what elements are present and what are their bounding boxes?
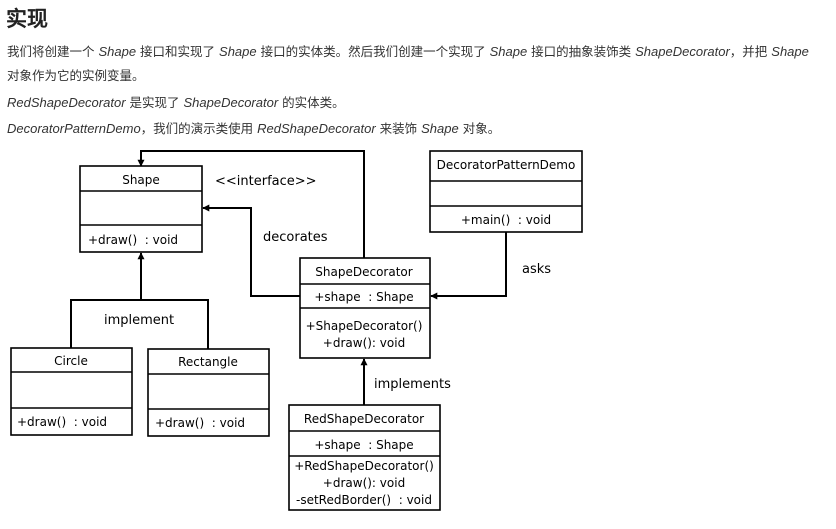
shape-class-name: Shape bbox=[122, 173, 160, 187]
p1-text-e: 接口的实体类。然后我们创建一个实现了 bbox=[256, 44, 490, 59]
implement-label: implement bbox=[104, 313, 174, 328]
interface-stereotype-label: <<interface>> bbox=[215, 174, 317, 189]
p1-term-shape-4: Shape bbox=[771, 44, 809, 59]
decorates-arrow bbox=[202, 204, 300, 297]
p2-text-b: 是实现了 bbox=[125, 95, 184, 110]
shape-method-draw: +draw() : void bbox=[88, 233, 178, 247]
p1-text-k: 对象作为它的实例变量。 bbox=[7, 68, 145, 83]
circle-box: Circle +draw() : void bbox=[10, 347, 133, 436]
shape-decorator-box: ShapeDecorator +shape : Shape +ShapeDeco… bbox=[299, 257, 431, 359]
red-shape-decorator-method-setredborder: -setRedBorder() : void bbox=[296, 493, 432, 507]
asks-arrow bbox=[430, 232, 507, 300]
decorator-pattern-demo-box: DecoratorPatternDemo +main() : void bbox=[429, 150, 583, 233]
decorates-label: decorates bbox=[263, 230, 328, 245]
red-decorator-paragraph: RedShapeDecorator 是实现了 ShapeDecorator 的实… bbox=[7, 91, 345, 115]
p3-term-shape: Shape bbox=[421, 121, 459, 136]
p1-text-g: 接口的抽象装饰类 bbox=[527, 44, 636, 59]
shape-interface-box: Shape +draw() : void bbox=[79, 165, 203, 253]
p3-text-d: 来装饰 bbox=[375, 121, 422, 136]
p2-text-d: 的实体类。 bbox=[278, 95, 345, 110]
asks-label: asks bbox=[522, 262, 551, 277]
p3-text-f: 对象。 bbox=[458, 121, 501, 136]
red-shape-decorator-box: RedShapeDecorator +shape : Shape +RedSha… bbox=[288, 404, 441, 511]
interface-link-arrow bbox=[137, 150, 365, 258]
red-shape-decorator-method-constructor: +RedShapeDecorator() bbox=[294, 459, 434, 473]
shape-decorator-class-name: ShapeDecorator bbox=[315, 265, 412, 279]
red-shape-decorator-class-name: RedShapeDecorator bbox=[304, 412, 424, 426]
demo-class-name: DecoratorPatternDemo bbox=[437, 158, 576, 172]
p1-text-i: ，并把 bbox=[729, 44, 772, 59]
shape-decorator-attr-shape: +shape : Shape bbox=[314, 290, 413, 304]
rectangle-method-draw: +draw() : void bbox=[155, 416, 245, 430]
p1-term-shapedecorator: ShapeDecorator bbox=[635, 44, 730, 59]
implements-label: implements bbox=[374, 377, 451, 392]
p1-term-shape-3: Shape bbox=[489, 44, 528, 59]
rectangle-class-name: Rectangle bbox=[178, 355, 238, 369]
p3-term-redshapedecorator: RedShapeDecorator bbox=[257, 121, 376, 136]
p3-text-b: ，我们的演示类使用 bbox=[140, 121, 258, 136]
p2-term-shapedecorator: ShapeDecorator bbox=[183, 95, 279, 110]
p1-term-shape-2: Shape bbox=[219, 44, 257, 59]
p3-term-decoratorpatterndemo: DecoratorPatternDemo bbox=[7, 121, 141, 136]
p2-term-redshapedecorator: RedShapeDecorator bbox=[7, 95, 126, 110]
circle-class-name: Circle bbox=[54, 354, 88, 368]
red-shape-decorator-method-draw: +draw(): void bbox=[323, 476, 405, 490]
implement-arrow bbox=[70, 299, 209, 349]
circle-method-draw: +draw() : void bbox=[17, 415, 107, 429]
demo-method-main: +main() : void bbox=[461, 213, 551, 227]
intro-paragraph: 我们将创建一个 Shape 接口和实现了 Shape 接口的实体类。然后我们创建… bbox=[7, 40, 809, 88]
p1-term-shape: Shape bbox=[98, 44, 137, 59]
p1-text-c: 接口和实现了 bbox=[136, 44, 220, 59]
page-title: 实现 bbox=[6, 7, 48, 31]
red-shape-decorator-attr-shape: +shape : Shape bbox=[314, 438, 413, 452]
p1-text-a: 我们将创建一个 bbox=[7, 44, 99, 59]
demo-paragraph: DecoratorPatternDemo，我们的演示类使用 RedShapeDe… bbox=[7, 117, 500, 141]
shape-decorator-method-draw: +draw(): void bbox=[323, 336, 405, 350]
shape-decorator-method-constructor: +ShapeDecorator() bbox=[306, 319, 423, 333]
rectangle-box: Rectangle +draw() : void bbox=[147, 348, 270, 437]
